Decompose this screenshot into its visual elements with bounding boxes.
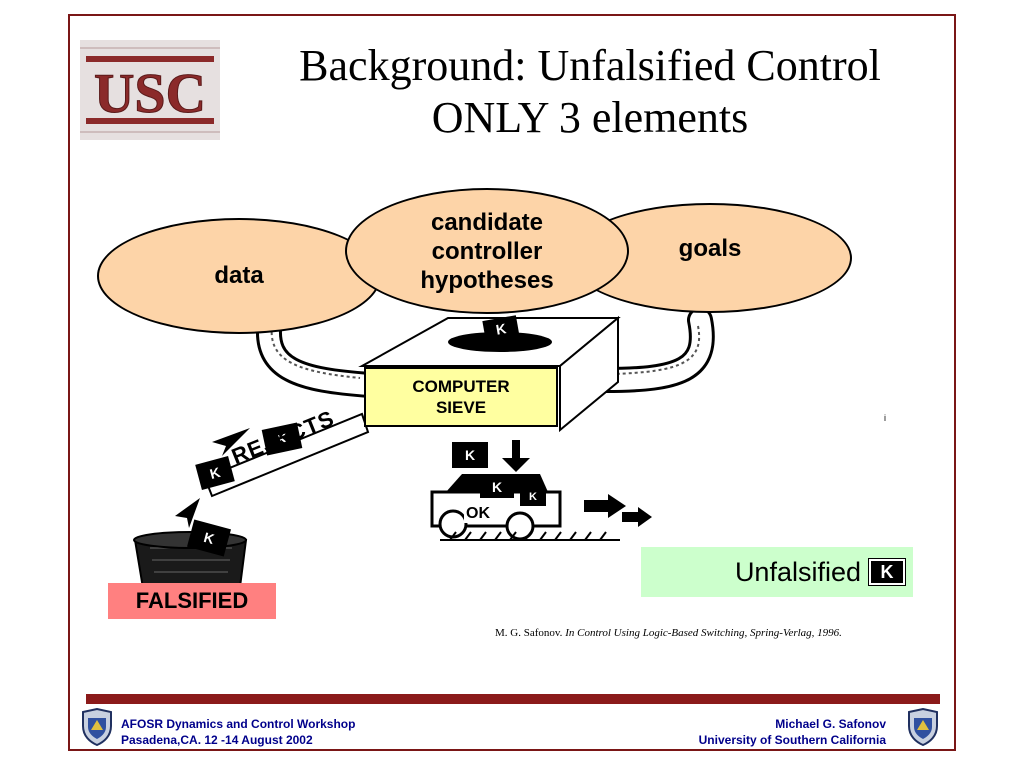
k-card-pass: K bbox=[452, 442, 488, 468]
pass-arrow bbox=[502, 440, 530, 472]
footer-right: Michael G. Safonov University of Souther… bbox=[699, 716, 886, 748]
footer-right-line-1: Michael G. Safonov bbox=[775, 717, 886, 731]
candidate-ellipse-line-1: candidate bbox=[430, 208, 544, 236]
data-ellipse: data bbox=[97, 218, 381, 334]
title-line-1: Background: Unfalsified Control bbox=[299, 41, 881, 90]
cart-track bbox=[440, 531, 620, 541]
afosr-shield-icon-left bbox=[82, 708, 112, 746]
k-card-cart-2: K bbox=[520, 488, 546, 506]
citation-author: M. G. Safonov. bbox=[495, 627, 563, 639]
candidate-ellipse-line-3: hypotheses bbox=[420, 266, 554, 294]
footer-left-line-2: Pasadena,CA. 12 -14 August 2002 bbox=[121, 733, 313, 747]
citation-work: In Control Using Logic-Based Switching, … bbox=[565, 627, 842, 639]
reject-chute bbox=[203, 412, 370, 498]
sieve-hole bbox=[448, 332, 552, 352]
cart-wheel-left bbox=[438, 509, 468, 539]
citation: M. G. Safonov. In Control Using Logic-Ba… bbox=[495, 627, 842, 639]
slide-title: Background: Unfalsified Control ONLY 3 e… bbox=[225, 40, 955, 144]
unfalsified-label: Unfalsified bbox=[734, 556, 861, 587]
stray-mark: i bbox=[884, 413, 886, 423]
k-card-cart-1: K bbox=[480, 476, 514, 498]
candidate-ellipse-line-2: controller bbox=[431, 237, 543, 265]
falsified-label: FALSIFIED bbox=[108, 583, 276, 619]
footer-left-line-1: AFOSR Dynamics and Control Workshop bbox=[121, 717, 356, 731]
candidate-ellipse: candidate controller hypotheses bbox=[345, 188, 629, 314]
sieve-line-2: SIEVE bbox=[435, 398, 487, 417]
reject-arrow-1 bbox=[212, 428, 250, 456]
slide-frame bbox=[68, 14, 956, 751]
ok-label: OK bbox=[464, 505, 492, 523]
footer-right-line-2: University of Southern California bbox=[698, 733, 886, 747]
title-line-2: ONLY 3 elements bbox=[431, 93, 749, 142]
ok-arrow-2 bbox=[622, 507, 652, 527]
ok-arrow-1 bbox=[584, 494, 626, 518]
unfalsified-box: Unfalsified K bbox=[641, 547, 913, 597]
data-ellipse-label: data bbox=[214, 262, 264, 289]
goals-ellipse-label: goals bbox=[678, 235, 742, 262]
afosr-shield-icon-right bbox=[908, 708, 938, 746]
usc-logo: USC bbox=[80, 40, 220, 140]
usc-logo-text: USC bbox=[94, 63, 206, 125]
unfalsified-k-card: K bbox=[868, 558, 906, 586]
reject-arrow-2 bbox=[175, 498, 200, 528]
computer-sieve-label: COMPUTER SIEVE bbox=[364, 367, 558, 427]
sieve-box-side bbox=[559, 315, 619, 433]
footer-left: AFOSR Dynamics and Control Workshop Pasa… bbox=[121, 716, 355, 748]
sieve-line-1: COMPUTER bbox=[412, 377, 510, 396]
footer-bar bbox=[86, 694, 940, 704]
